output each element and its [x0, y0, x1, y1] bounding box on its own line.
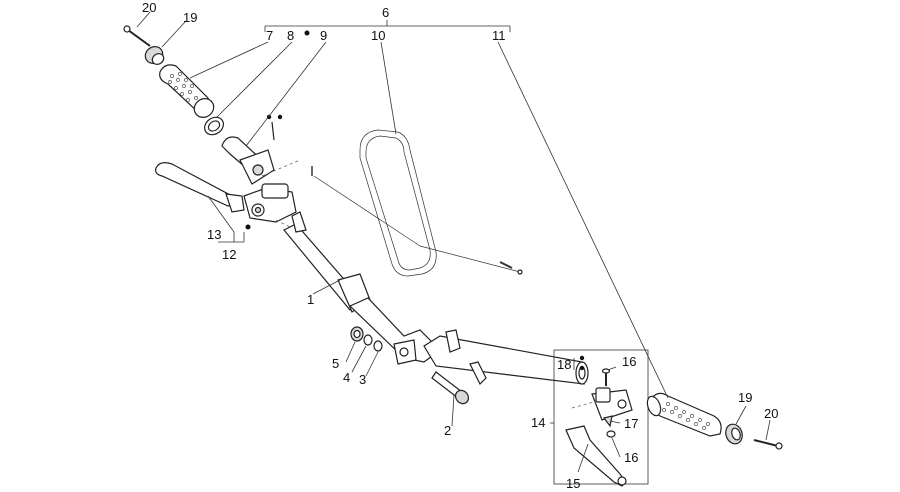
- part-3-washer: [373, 340, 383, 352]
- part-2-bolt: [431, 371, 470, 405]
- part-screws-throttle: [261, 114, 301, 177]
- part-14-box: [553, 349, 649, 485]
- part-16-screw-top: [579, 355, 611, 386]
- part-cable-throttle: [311, 166, 523, 275]
- part-12-master-cylinder-left: [243, 183, 301, 233]
- callout-16-top: 16: [622, 354, 636, 369]
- callout-7: 7: [266, 28, 273, 43]
- callout-8: 8: [287, 28, 294, 43]
- marker-dots-bracket: [304, 30, 310, 36]
- callout-10: 10: [371, 28, 385, 43]
- part-20-end-screw-right: [753, 439, 783, 450]
- callout-11: 11: [492, 28, 506, 43]
- callout-3: 3: [359, 372, 366, 387]
- callout-1: 1: [307, 292, 314, 307]
- callout-13: 13: [207, 227, 221, 242]
- part-20-end-screw-left: [123, 25, 151, 47]
- callout-14: 14: [531, 415, 545, 430]
- callout-18: 18: [557, 357, 571, 372]
- callout-5: 5: [332, 356, 339, 371]
- part-19-bar-end-left: [144, 46, 165, 65]
- callout-17: 17: [624, 416, 638, 431]
- callout-12: 12: [222, 247, 236, 262]
- callout-16-bottom: 16: [624, 450, 638, 465]
- part-19-bar-end-right: [725, 423, 743, 445]
- callout-20-right: 20: [764, 406, 778, 421]
- part-16-nut-bottom: [606, 430, 616, 438]
- callout-19-right: 19: [738, 390, 752, 405]
- callout-6: 6: [382, 5, 389, 20]
- callout-20-left: 20: [142, 0, 156, 15]
- callout-4: 4: [343, 370, 350, 385]
- part-9-throttle-tube: [221, 136, 275, 185]
- part-15-brake-lever-right: [565, 425, 627, 487]
- part-1-handlebar: [283, 211, 589, 386]
- callout-19-left: 19: [183, 10, 197, 25]
- group-bracket-6: [264, 20, 511, 32]
- leader-lines: [136, 11, 771, 473]
- part-10-cable-loop: [359, 129, 437, 277]
- part-4-washer: [363, 334, 373, 346]
- callout-9: 9: [320, 28, 327, 43]
- callout-15: 15: [566, 476, 580, 491]
- part-lever-bracket-right: [571, 387, 633, 421]
- callout-labels: 20 19 6 7 8 9 10 11 13 12 1 5 4 3 2 18 1…: [142, 0, 778, 491]
- part-grip-left: [159, 64, 215, 118]
- part-8-ring: [204, 116, 224, 136]
- part-5-nut: [350, 326, 364, 342]
- marker-dot-12: [245, 224, 251, 230]
- part-grip-right: [646, 392, 722, 437]
- part-13-brake-lever-left: [155, 162, 245, 213]
- callout-2: 2: [444, 423, 451, 438]
